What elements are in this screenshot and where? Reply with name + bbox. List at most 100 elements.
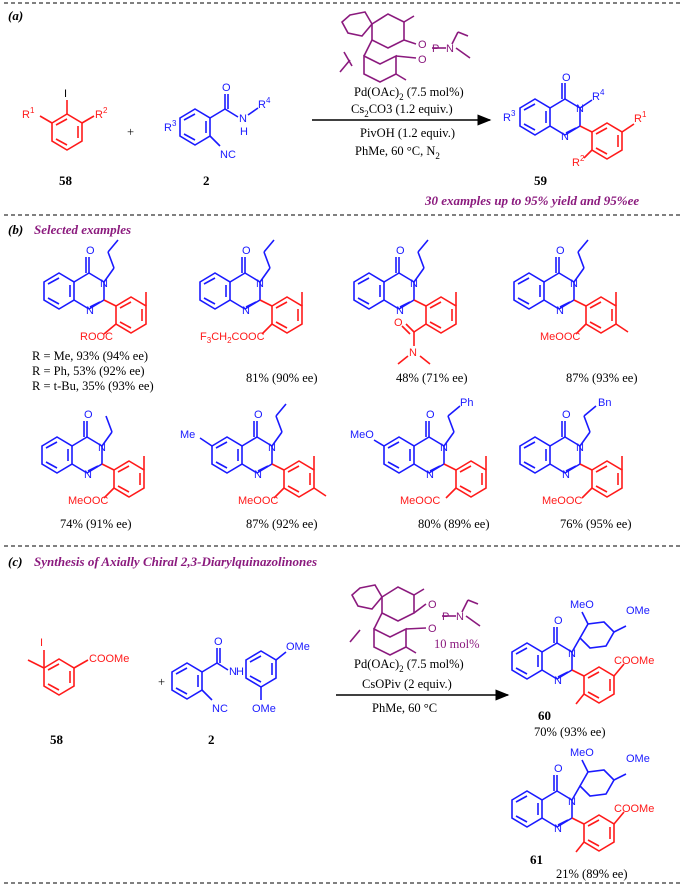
p59-oxygen: O (562, 72, 571, 84)
ex6-yield: 87% (92% ee) (246, 517, 318, 531)
chiral-ligand-a (339, 11, 471, 83)
ex4-ester: MeOOC (540, 331, 580, 343)
ex1-n1: N (86, 305, 94, 317)
p60-ome: OMe (626, 605, 650, 617)
r2-hydrogen: H (240, 126, 248, 138)
r2-nitrogen: N (239, 113, 247, 125)
ex1-o: O (86, 245, 95, 257)
p61-n1: N (554, 823, 562, 835)
ex7-meo: MeO (350, 429, 374, 441)
ligand-a-p: P (432, 43, 439, 55)
r2-r3: R3 (164, 119, 177, 134)
reactant-2-structure (179, 94, 259, 147)
cond-c-solvent: PhMe, 60 °C (372, 701, 437, 715)
ex8-ester: MeOOC (542, 495, 582, 507)
ligand-a-o1: O (418, 39, 427, 51)
p60-yield: 70% (93% ee) (534, 725, 606, 739)
ex8-n3: N (576, 442, 584, 454)
panel-c-title: Synthesis of Axially Chiral 2,3-Diarylqu… (34, 554, 317, 569)
ligand-c-p: P (442, 611, 449, 623)
r2-r4: R4 (258, 96, 271, 111)
ex7-ester: MeOOC (400, 495, 440, 507)
ex6-n3: N (268, 442, 276, 454)
product-61-structure (511, 759, 627, 853)
p60-n1: N (554, 675, 562, 687)
cond-c-base: CsOPiv (2 equiv.) (362, 677, 452, 691)
ligand-c-o2: O (428, 623, 437, 635)
cond-a-base: Cs2CO3 (1.2 equiv.) (351, 102, 453, 119)
p59-r3: R3 (503, 109, 516, 124)
ex3-o: O (396, 245, 405, 257)
reactant-58-structure (39, 100, 95, 151)
ex5-yield: 74% (91% ee) (60, 517, 132, 531)
example-7-structure (373, 405, 487, 499)
ex2-ester: F3CH2COOC (200, 331, 265, 345)
chiral-ligand-c (349, 584, 481, 656)
panel-b-label: (b) (8, 222, 23, 237)
compound-number-2c: 2 (208, 732, 215, 747)
ex3-amide-o: O (394, 317, 403, 329)
ex1-ester: ROOC (80, 331, 113, 343)
ex1-yield-2: R = Ph, 53% (92% ee) (32, 364, 145, 378)
ex8-bn: Bn (598, 397, 611, 409)
r58-r1: R1 (22, 106, 35, 121)
example-3-structure (353, 239, 457, 365)
cond-a-acid: PivOH (1.2 equiv.) (360, 126, 455, 140)
compound-number-59: 59 (534, 173, 548, 188)
ex7-ph: Ph (460, 397, 473, 409)
ex3-n3: N (410, 278, 418, 290)
r2-isocyanide: NC (220, 149, 236, 161)
panel-a-highlight: 30 examples up to 95% yield and 95%ee (424, 193, 639, 208)
ligand-a-o2: O (418, 54, 427, 66)
ex5-ester: MeOOC (68, 495, 108, 507)
example-1-structure (43, 239, 147, 335)
ex7-n3: N (440, 442, 448, 454)
r2c-nitrogen: N (229, 666, 237, 678)
p60-n3: N (568, 648, 576, 660)
r2-oxygen: O (222, 82, 231, 94)
ex6-o: O (254, 409, 263, 421)
compound-number-58: 58 (59, 173, 73, 188)
p61-ome: OMe (626, 753, 650, 765)
ex4-yield: 87% (93% ee) (566, 371, 638, 385)
ex8-yield: 76% (95% ee) (560, 517, 632, 531)
p61-coome: COOMe (614, 803, 654, 815)
r58-r2: R2 (95, 106, 108, 121)
ex1-n3: N (100, 278, 108, 290)
cond-a-pd: Pd(OAc)2 (7.5 mol%) (354, 85, 464, 102)
panel-c-label: (c) (8, 554, 22, 569)
example-8-structure (519, 405, 623, 499)
ex2-yield: 81% (90% ee) (246, 371, 318, 385)
p59-r1: R1 (634, 110, 647, 125)
ligand-a-n: N (446, 43, 454, 55)
product-60-structure (511, 611, 627, 705)
ex1-yield-3: R = t-Bu, 35% (93% ee) (32, 379, 154, 393)
ex4-n3: N (570, 278, 578, 290)
r2c-hydrogen: H (236, 666, 244, 678)
p60-meo: MeO (570, 599, 594, 611)
panel-a-label: (a) (8, 8, 23, 23)
cond-a-solvent: PhMe, 60 °C, N2 (355, 144, 440, 161)
ex4-o: O (556, 245, 565, 257)
ex1-yield-1: R = Me, 93% (94% ee) (32, 349, 148, 363)
ligand-c-o1: O (428, 599, 437, 611)
p61-o: O (554, 763, 563, 775)
p60-o: O (554, 615, 563, 627)
reactant-2c-structure (171, 648, 287, 701)
example-2-structure (199, 239, 303, 335)
r2c-ome-para: OMe (286, 641, 310, 653)
ex3-n1: N (396, 305, 404, 317)
ex6-ester: MeOOC (238, 495, 278, 507)
ex3-yield: 48% (71% ee) (396, 371, 468, 385)
ex2-n1: N (242, 305, 250, 317)
r58c-iodine: I (40, 637, 43, 649)
p61-n3: N (568, 796, 576, 808)
r58-iodine: I (64, 88, 67, 100)
ex3-amide-n: N (409, 347, 417, 359)
r2c-oxygen: O (214, 636, 223, 648)
ex7-o: O (426, 409, 435, 421)
ex2-o: O (242, 245, 251, 257)
ex8-o: O (562, 409, 571, 421)
cond-c-pd: Pd(OAc)2 (7.5 mol%) (354, 657, 464, 674)
